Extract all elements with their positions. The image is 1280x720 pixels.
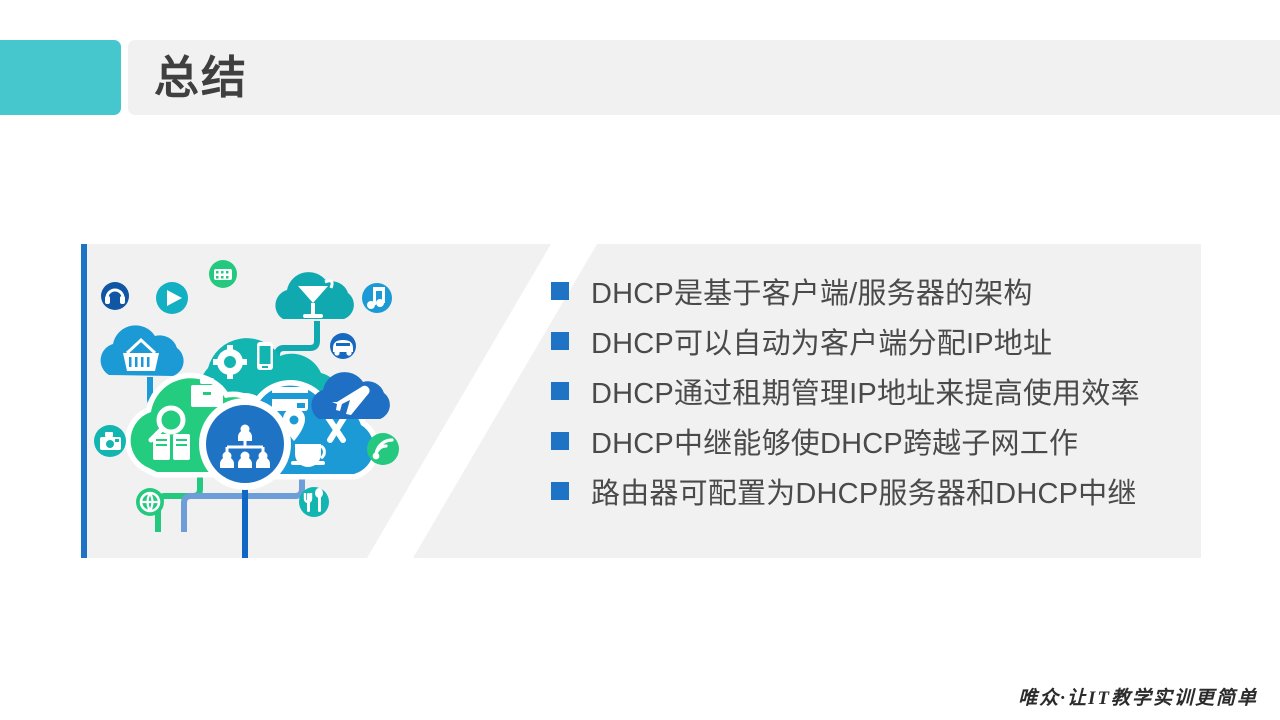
list-item: DHCP是基于客户端/服务器的架构: [551, 266, 1191, 316]
list-item: DHCP可以自动为客户端分配IP地址: [551, 316, 1191, 366]
film-strip-icon: [209, 260, 237, 288]
bullet-text: DHCP中继能够使DHCP跨越子网工作: [591, 428, 1079, 460]
header-accent-block: [0, 40, 121, 115]
slide-header: 总结: [0, 40, 1280, 115]
bullet-text: 路由器可配置为DHCP服务器和DHCP中继: [591, 478, 1137, 510]
shopping-basket-cloud-icon: [100, 325, 184, 376]
cocktail-cloud-icon: [275, 272, 354, 319]
content-panel: DHCP是基于客户端/服务器的架构 DHCP可以自动为客户端分配IP地址 DHC…: [81, 244, 1201, 558]
camera-icon: [94, 425, 126, 457]
header-background-band: [128, 40, 1280, 115]
bullet-text: DHCP是基于客户端/服务器的架构: [591, 278, 1033, 310]
panel-left-accent-bar: [81, 244, 87, 558]
panel-diagonal-divider: [367, 244, 597, 558]
bullet-marker-icon: [551, 382, 569, 400]
headphones-icon: [101, 282, 129, 310]
list-item: 路由器可配置为DHCP服务器和DHCP中继: [551, 466, 1191, 516]
cloud-computing-illustration: [87, 244, 407, 558]
play-button-icon: [156, 282, 188, 314]
music-note-icon: [362, 283, 392, 313]
bullet-marker-icon: [551, 432, 569, 450]
globe-icon: [136, 488, 164, 516]
network-hub-circle: [199, 398, 291, 490]
bullet-text: DHCP通过租期管理IP地址来提高使用效率: [591, 378, 1140, 410]
summary-bullet-list: DHCP是基于客户端/服务器的架构 DHCP可以自动为客户端分配IP地址 DHC…: [551, 266, 1191, 516]
bullet-marker-icon: [551, 282, 569, 300]
airplane-cloud-icon: [311, 372, 390, 419]
bullet-marker-icon: [551, 332, 569, 350]
list-item: DHCP通过租期管理IP地址来提高使用效率: [551, 366, 1191, 416]
list-item: DHCP中继能够使DHCP跨越子网工作: [551, 416, 1191, 466]
bullet-marker-icon: [551, 482, 569, 500]
car-icon: [330, 333, 356, 359]
page-title: 总结: [154, 52, 249, 103]
cutlery-icon: [299, 487, 329, 517]
bullet-text: DHCP可以自动为客户端分配IP地址: [591, 328, 1053, 360]
footer-watermark: 唯众·让IT教学实训更简单: [1018, 688, 1258, 709]
wifi-signal-icon: [367, 433, 399, 465]
